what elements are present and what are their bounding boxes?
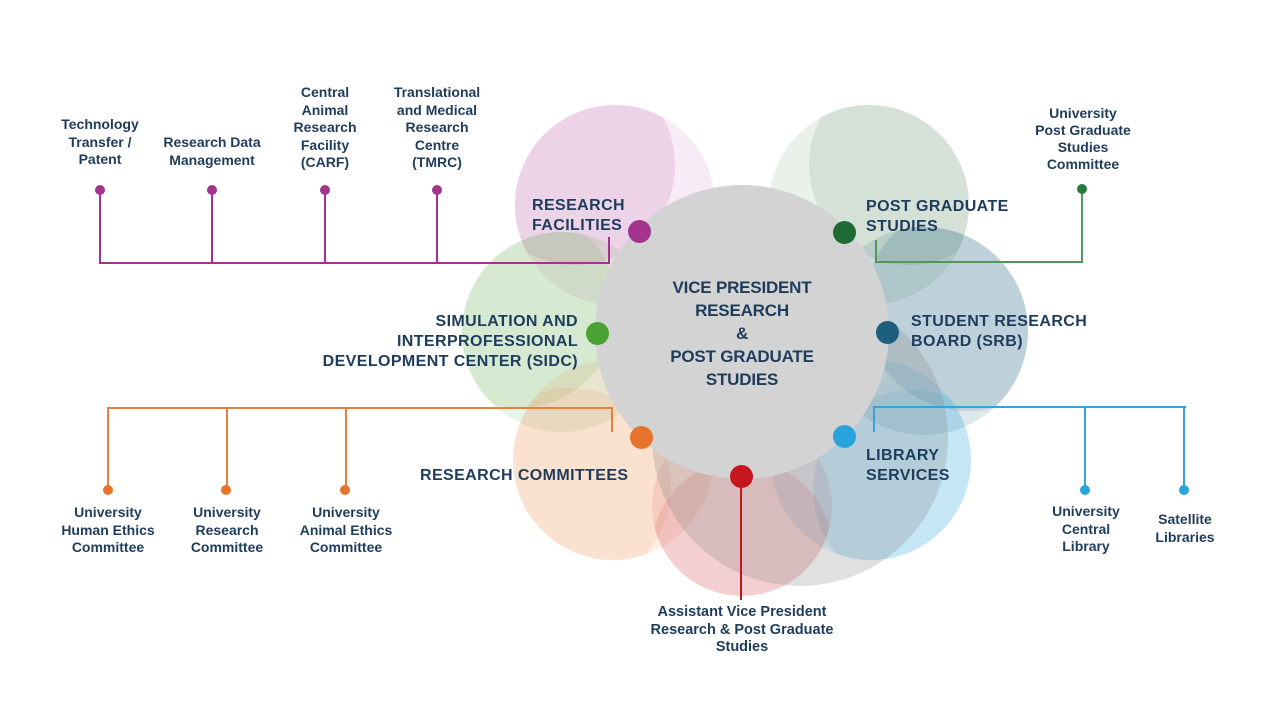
label-assistant-vp: Assistant Vice President Research & Post…: [650, 604, 834, 655]
label-university-research-committee: University Research Committee: [190, 504, 264, 555]
label-post-graduate-studies: POST GRADUATE STUDIES: [866, 198, 1009, 235]
child-dot-animal-ethics: [340, 485, 350, 495]
connector-research-facilities-horizontal: [99, 262, 610, 264]
label-research-facilities: RESEARCH FACILITIES: [532, 197, 625, 234]
connector-ls-stub: [873, 406, 875, 432]
connector-research-facilities-drop-3: [324, 189, 326, 264]
center-title: VICE PRESIDENT RESEARCH & POST GRADUATE …: [670, 278, 814, 389]
hub-dot-post-graduate-studies: [833, 221, 856, 244]
label-sidc: SIMULATION AND INTERPROFESSIONAL DEVELOP…: [322, 313, 578, 370]
hub-dot-research-facilities: [628, 220, 651, 243]
child-dot-research-data: [207, 185, 217, 195]
connector-research-facilities-drop-2: [211, 189, 213, 264]
connector-pgs-horizontal: [875, 261, 1083, 263]
label-research-data-management: Research Data Management: [163, 134, 261, 168]
connector-ls-drop-1: [1084, 406, 1086, 490]
hub-dot-srb: [876, 321, 899, 344]
label-university-central-library: University Central Library: [1052, 503, 1120, 554]
connector-research-facilities-drop-1: [99, 189, 101, 264]
label-research-committees: RESEARCH COMMITTEES: [420, 467, 629, 484]
connector-research-facilities-stub: [608, 237, 610, 264]
label-srb: STUDENT RESEARCH BOARD (SRB): [911, 313, 1088, 350]
child-dot-carf: [320, 185, 330, 195]
label-university-animal-ethics-committee: University Animal Ethics Committee: [299, 504, 393, 555]
hub-dot-sidc: [586, 322, 609, 345]
child-dot-pgs-committee: [1077, 184, 1087, 194]
child-dot-central-library: [1080, 485, 1090, 495]
label-technology-transfer-patent: Technology Transfer / Patent: [61, 116, 139, 167]
hub-dot-assistant-vp: [730, 465, 753, 488]
child-dot-satellite-libraries: [1179, 485, 1189, 495]
connector-pgs-stub: [875, 240, 877, 262]
connector-ls-drop-2: [1183, 406, 1185, 490]
connector-research-facilities-drop-4: [436, 189, 438, 264]
hub-dot-research-committees: [630, 426, 653, 449]
connector-ls-horizontal: [873, 406, 1186, 408]
connector-rc-drop-3: [345, 407, 347, 490]
connector-rc-drop-2: [226, 407, 228, 490]
connector-rc-stub: [611, 407, 613, 432]
label-library-services: LIBRARY SERVICES: [866, 447, 950, 484]
label-satellite-libraries: Satellite Libraries: [1155, 511, 1215, 545]
child-dot-tmrc: [432, 185, 442, 195]
connector-pgs-drop-1: [1081, 192, 1083, 263]
connector-rc-drop-1: [107, 407, 109, 490]
child-dot-human-ethics: [103, 485, 113, 495]
connector-rc-horizontal: [107, 407, 613, 409]
child-dot-technology-transfer: [95, 185, 105, 195]
label-university-pgs-committee: University Post Graduate Studies Committ…: [1035, 105, 1131, 172]
label-carf: Central Animal Research Facility (CARF): [293, 84, 357, 170]
label-university-human-ethics-committee: University Human Ethics Committee: [61, 504, 155, 555]
child-dot-research-committee: [221, 485, 231, 495]
connector-avp-vertical: [740, 488, 742, 600]
hub-dot-library-services: [833, 425, 856, 448]
label-tmrc: Translational and Medical Research Centr…: [393, 84, 481, 170]
